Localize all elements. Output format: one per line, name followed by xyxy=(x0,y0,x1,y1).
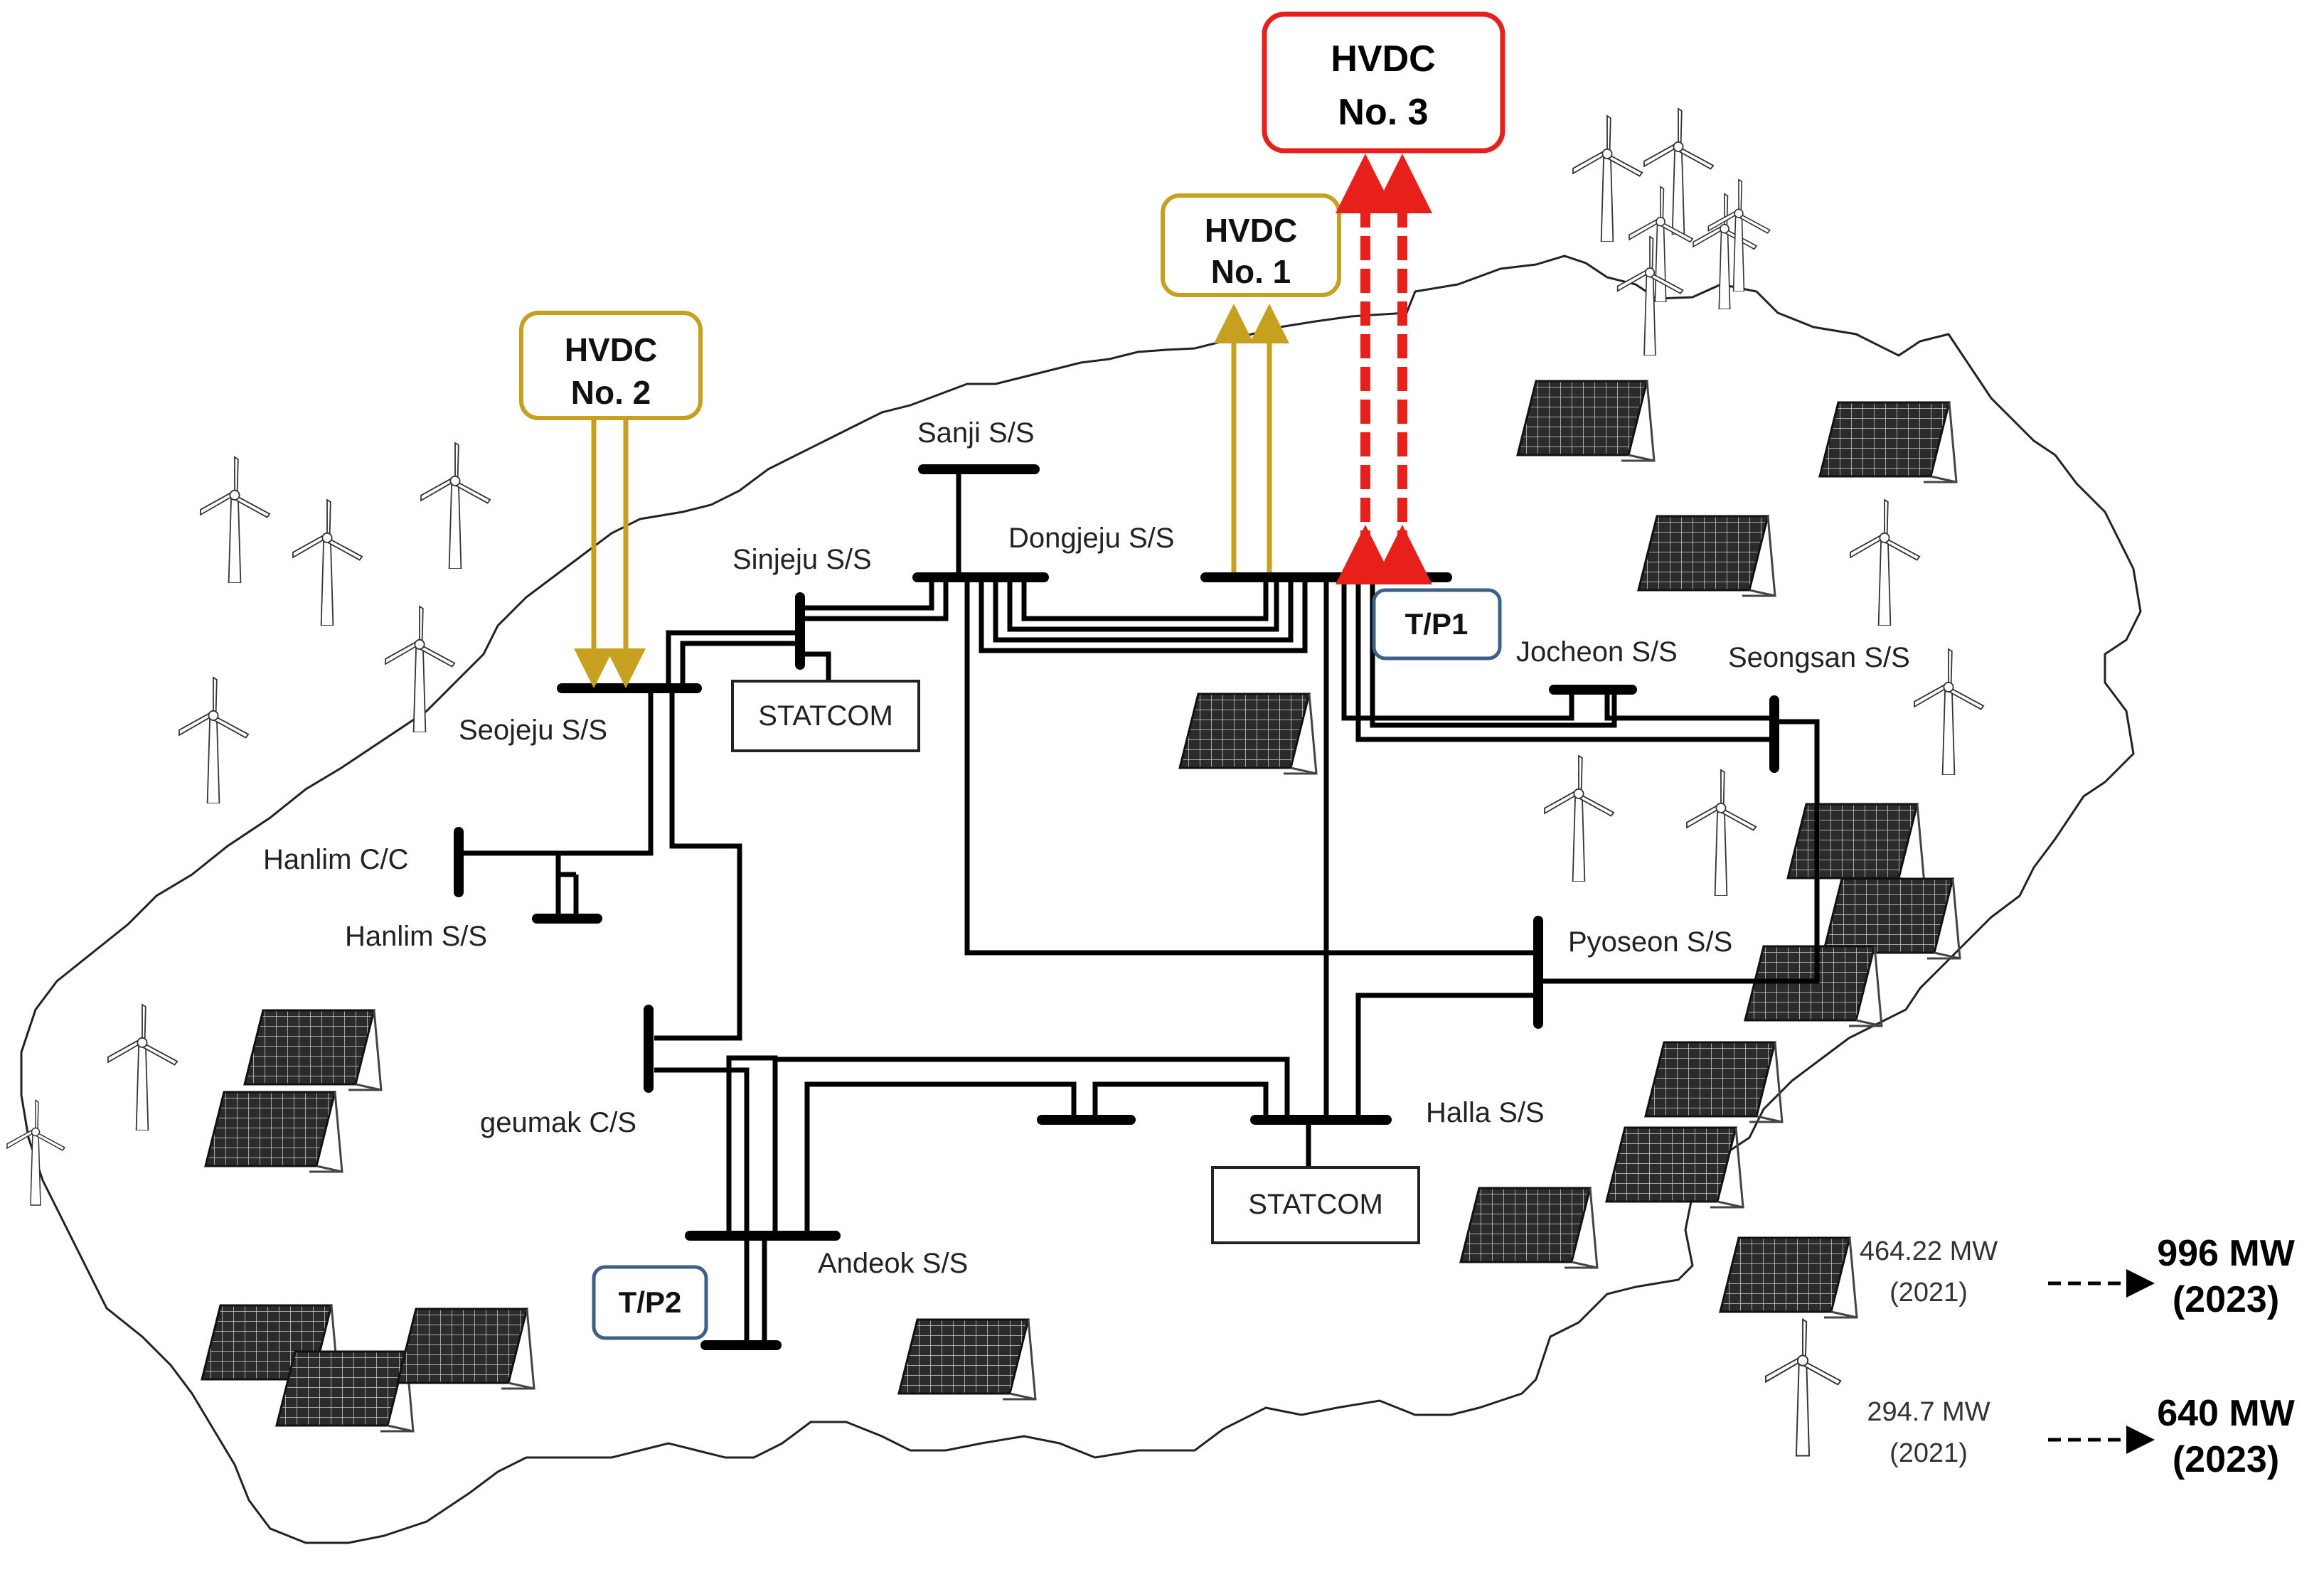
statcom-2-label: STATCOM xyxy=(1248,1189,1383,1220)
hvdc-no1-line1: HVDC xyxy=(1205,212,1297,249)
label-jocheon: Jocheon S/S xyxy=(1516,636,1678,668)
hvdc-no2-box xyxy=(519,311,703,420)
label-hanlim-cc: Hanlim C/C xyxy=(263,844,408,875)
label-sinjeju: Sinjeju S/S xyxy=(732,544,872,575)
bus-bars xyxy=(454,464,1779,1350)
label-sanji: Sanji S/S xyxy=(917,417,1035,449)
label-dongjeju: Dongjeju S/S xyxy=(1008,523,1174,554)
label-geumak: geumak C/S xyxy=(480,1107,636,1138)
legend-wind-future-year: (2023) xyxy=(2173,1439,2279,1480)
legend-solar-future: 996 MW xyxy=(2157,1233,2296,1274)
legend-solar-current-year: (2021) xyxy=(1889,1278,1968,1308)
statcom-2: STATCOM xyxy=(1211,1166,1420,1244)
hvdc-no3-box xyxy=(1262,11,1505,154)
solar-panel-icon xyxy=(1719,1236,1858,1319)
tp1-label: T/P1 xyxy=(1405,607,1469,641)
legend: 464.22 MW (2021) 996 MW (2023) 294.7 MW … xyxy=(1719,1233,2296,1480)
label-seojeju: Seojeju S/S xyxy=(459,715,607,746)
tp1: T/P1 xyxy=(1372,588,1502,661)
tp2-label: T/P2 xyxy=(619,1285,682,1319)
statcom-1-label: STATCOM xyxy=(758,700,893,732)
label-andeok: Andeok S/S xyxy=(818,1248,968,1279)
statcom-1: STATCOM xyxy=(731,680,920,752)
label-pyoseon: Pyoseon S/S xyxy=(1568,926,1732,958)
hvdc-no2-link: HVDC No. 2 xyxy=(519,311,703,688)
label-hanlim-ss: Hanlim S/S xyxy=(345,921,487,952)
label-halla: Halla S/S xyxy=(1426,1097,1545,1128)
legend-solar-current: 464.22 MW xyxy=(1860,1236,1998,1266)
hvdc-no3-link: HVDC No. 3 xyxy=(1262,11,1505,584)
hvdc-no2-line1: HVDC xyxy=(565,331,657,368)
hvdc-no3-line1: HVDC xyxy=(1331,38,1435,80)
legend-wind-current: 294.7 MW xyxy=(1867,1397,1990,1427)
hvdc-no2-line2: No. 2 xyxy=(571,374,651,411)
legend-wind-current-year: (2021) xyxy=(1889,1438,1968,1468)
legend-solar-future-year: (2023) xyxy=(2173,1279,2279,1320)
legend-wind-future: 640 MW xyxy=(2157,1393,2296,1434)
wind-turbine-icon xyxy=(1765,1318,1842,1457)
hvdc-no3-line2: No. 3 xyxy=(1338,92,1428,133)
hvdc-no1-line2: No. 1 xyxy=(1211,253,1291,290)
substation-labels: Sanji S/S Sinjeju S/S Dongjeju S/S Seoje… xyxy=(263,417,1910,1279)
island-outline xyxy=(20,255,2142,1544)
tp2: T/P2 xyxy=(592,1265,708,1340)
label-seongsan: Seongsan S/S xyxy=(1728,642,1910,673)
